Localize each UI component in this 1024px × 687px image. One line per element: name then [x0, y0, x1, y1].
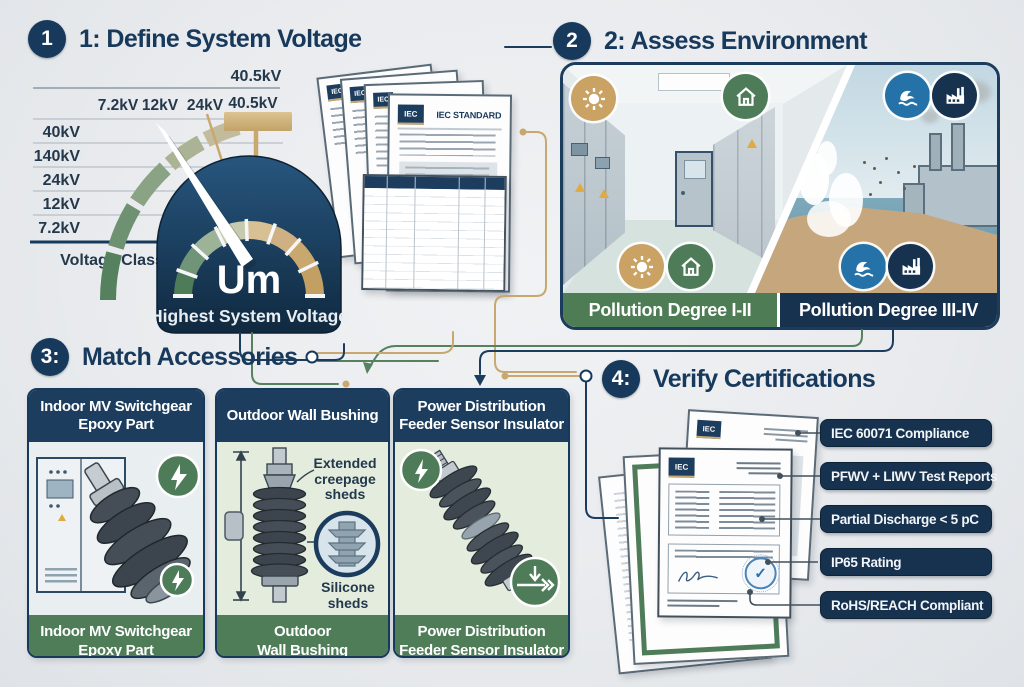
- step1-title: 1: Define System Voltage: [79, 24, 362, 53]
- class-label: 12kV: [43, 196, 81, 213]
- check-seal-icon: ✓: [741, 554, 780, 593]
- bushing-insulator: [250, 447, 309, 603]
- scale-label: 12kV: [142, 97, 179, 114]
- iec-logo: IEC: [668, 457, 695, 478]
- step4-badge: 4:: [602, 360, 640, 398]
- annotation-creepage: Extended creepage sheds: [313, 455, 377, 503]
- cert-label-partial-discharge: Partial Discharge < 5 pC: [820, 505, 992, 533]
- gauge-needle: [156, 123, 253, 267]
- card-footer-label: Indoor MV Switchgear Epoxy Part: [29, 615, 203, 656]
- step4-header: 4: Verify Certifications: [602, 360, 876, 398]
- factory-icon: [932, 73, 977, 118]
- environment-panel: Pollution Degree I-II Pollution Degree I…: [560, 62, 1000, 330]
- card-title: Outdoor Wall Bushing: [217, 390, 388, 442]
- wave-icon: [885, 73, 930, 118]
- gauge-symbol: Um: [217, 258, 281, 302]
- home-icon: [668, 244, 713, 289]
- home-icon: [723, 74, 768, 119]
- iec-logo: IEC: [397, 104, 424, 125]
- scale-label: 40.5kV: [228, 95, 278, 112]
- card-title: Power Distribution Feeder Sensor Insulat…: [395, 390, 568, 442]
- iec-standard-title: IEC STANDARD: [436, 109, 502, 121]
- cert-front-page: IEC ✓: [657, 447, 793, 619]
- step3-badge: 3:: [31, 338, 69, 376]
- sun-icon: [571, 76, 616, 121]
- warning-triangle-icon: [747, 139, 757, 148]
- card-indoor-switchgear-epoxy: Indoor MV Switchgear Epoxy Part: [27, 388, 205, 658]
- class-label: 140kV: [34, 148, 81, 165]
- cert-label-pfwv-liwv: PFWV + LIWV Test Reports: [820, 462, 998, 490]
- signature: [677, 571, 718, 582]
- voltage-standard-table: [361, 174, 507, 292]
- certification-doc-stack: IEC IEC ✓: [585, 400, 825, 680]
- step1-badge: 1: [28, 20, 66, 58]
- step2-header: 2 2: Assess Environment: [553, 22, 868, 60]
- cert-label-ip65: IP65 Rating: [820, 548, 992, 576]
- smokestack: [929, 133, 942, 171]
- scale-label: 7.2kV: [98, 97, 139, 114]
- sand-speckles: [863, 161, 866, 164]
- step1-header: 1 1: Define System Voltage: [28, 20, 362, 58]
- card-footer-label: Power Distribution Feeder Sensor Insulat…: [395, 615, 568, 656]
- cert-label-rohs-reach: RoHS/REACH Compliant: [820, 591, 992, 619]
- card-title: Indoor MV Switchgear Epoxy Part: [29, 390, 203, 442]
- cert-signature-block: ✓: [667, 543, 780, 595]
- card-illustration: [29, 442, 203, 615]
- card-illustration: [395, 442, 568, 615]
- card-illustration: Extended creepage sheds Silicone sheds: [217, 442, 388, 615]
- cert-data-block: [667, 483, 781, 537]
- warning-triangle-icon: [599, 189, 609, 198]
- sun-icon: [619, 244, 664, 289]
- step2-badge: 2: [553, 22, 591, 60]
- door: [675, 151, 713, 227]
- lightning-icon: [399, 448, 443, 492]
- gauge-caption: Highest System Voltage: [150, 306, 348, 326]
- node-step3: [305, 350, 319, 364]
- scale-label: 24kV: [187, 97, 224, 114]
- card-outdoor-wall-bushing: Outdoor Wall Bushing: [215, 388, 390, 658]
- cert-label-iec60071: IEC 60071 Compliance: [820, 419, 992, 447]
- arrow-to-card3: [474, 375, 486, 386]
- wave-icon: [841, 244, 886, 289]
- sensor-flow-icon: [509, 556, 561, 608]
- smoke: [921, 109, 939, 123]
- class-label: 24kV: [43, 172, 81, 189]
- pollution-degree-low: Pollution Degree I-II: [563, 293, 777, 327]
- lightning-icon: [159, 562, 195, 598]
- shed-magnifier: [313, 510, 381, 578]
- voltage-class-arc: [99, 119, 241, 301]
- epoxy-part-illustration: [36, 453, 201, 604]
- pollution-degree-high: Pollution Degree III-IV: [780, 293, 997, 327]
- class-label: 7.2kV: [38, 220, 80, 237]
- ceiling-light: [658, 73, 730, 91]
- top-voltage-bar: [224, 112, 292, 131]
- factory-icon: [888, 244, 933, 289]
- iec-logo: IEC: [696, 419, 722, 440]
- node-step4: [579, 369, 593, 383]
- class-label: 40kV: [43, 124, 81, 141]
- card-feeder-sensor-insulator: Power Distribution Feeder Sensor Insulat…: [393, 388, 570, 658]
- step4-title: Verify Certifications: [653, 364, 876, 393]
- top-voltage-label: 40.5kV: [231, 68, 282, 85]
- step2-title: 2: Assess Environment: [604, 26, 868, 55]
- axis-caption: Voltage Class: [60, 252, 164, 269]
- annotation-silicone: Silicone sheds: [321, 579, 375, 611]
- step3-title: Match Accessories: [82, 342, 298, 371]
- card-footer-label: Outdoor Wall Bushing: [217, 615, 388, 656]
- lightning-icon: [155, 453, 201, 499]
- warning-triangle-icon: [575, 183, 585, 192]
- wall-mount-part: [224, 511, 244, 541]
- um-gauge: Um Highest System Voltage: [150, 123, 348, 334]
- sensor-insulator-illustration: [399, 448, 561, 608]
- step3-header: 3: Match Accessories: [31, 338, 298, 376]
- wall-bushing-illustration: [224, 447, 381, 603]
- arrow-to-cards: [363, 362, 373, 374]
- smokestack: [951, 123, 965, 171]
